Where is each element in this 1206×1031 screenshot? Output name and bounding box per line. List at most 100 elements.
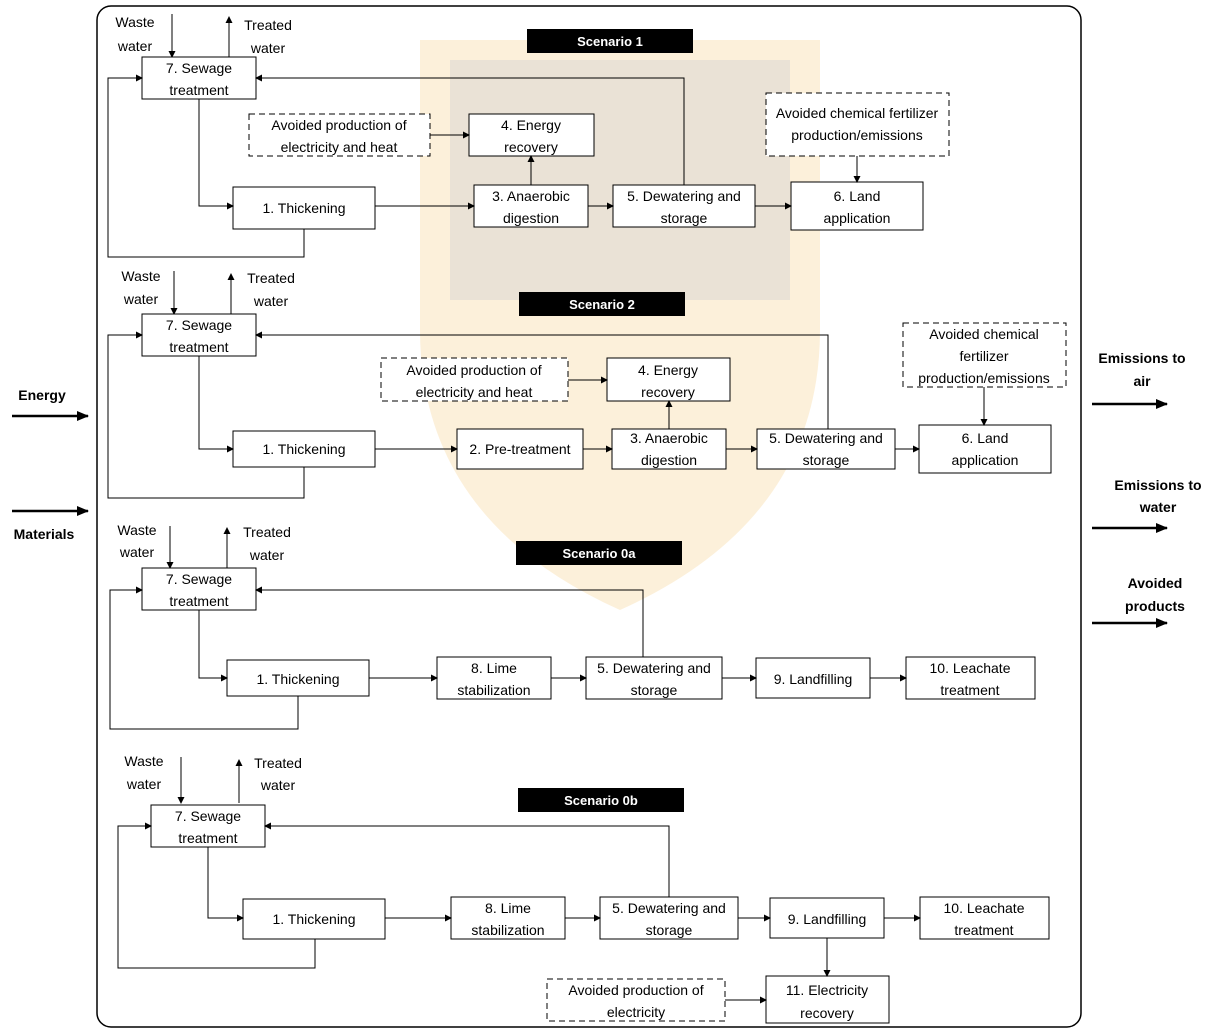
svg-text:air: air — [1133, 373, 1151, 389]
svg-text:storage: storage — [646, 922, 693, 938]
thickening-box: 1. Thickening — [242, 898, 386, 940]
svg-text:stabilization: stabilization — [471, 922, 544, 938]
output-emissions-water: Emissions to water — [1092, 477, 1202, 533]
svg-text:treatment: treatment — [940, 682, 999, 698]
lime-stabilization-box: 8. Lime stabilization — [436, 656, 552, 700]
svg-text:electricity: electricity — [607, 1004, 665, 1020]
avoided-fertilizer-box: Avoided chemical fertilizer production/e… — [902, 322, 1067, 388]
svg-text:application: application — [952, 452, 1019, 468]
svg-text:5. Dewatering and: 5. Dewatering and — [612, 900, 726, 916]
waste-water-label: Waste water — [115, 14, 154, 54]
svg-text:Treated: Treated — [243, 524, 291, 540]
scenario-1-group: Scenario 1 Waste water Treated water 7. … — [107, 14, 950, 258]
svg-text:storage: storage — [803, 452, 850, 468]
svg-text:water: water — [123, 291, 159, 307]
scenario-title: Scenario 2 — [569, 297, 635, 312]
avoided-electricity-box: Avoided production of electricity — [546, 978, 726, 1022]
svg-text:11. Electricity: 11. Electricity — [786, 982, 868, 998]
avoided-electricity-box: Avoided production of electricity and he… — [380, 357, 569, 402]
svg-text:Avoided: Avoided — [1128, 575, 1183, 591]
waste-water-label: Waste water — [117, 522, 156, 560]
svg-text:7. Sewage: 7. Sewage — [166, 60, 232, 76]
svg-text:storage: storage — [631, 682, 678, 698]
svg-text:Treated: Treated — [247, 270, 295, 286]
landfilling-box: 9. Landfilling — [769, 897, 885, 939]
svg-text:treatment: treatment — [169, 339, 228, 355]
energy-recovery-box: 4. Energy recovery — [606, 357, 731, 402]
leachate-treatment-box: 10. Leachate treatment — [905, 656, 1036, 700]
svg-text:treatment: treatment — [169, 82, 228, 98]
svg-text:recovery: recovery — [504, 139, 558, 155]
svg-text:4. Energy: 4. Energy — [501, 117, 561, 133]
sewage-treatment-box: 7. Sewage treatment — [141, 567, 257, 611]
svg-text:9. Landfilling: 9. Landfilling — [774, 671, 853, 687]
svg-text:5. Dewatering and: 5. Dewatering and — [627, 188, 741, 204]
svg-text:Waste: Waste — [121, 268, 160, 284]
svg-text:Avoided production of: Avoided production of — [406, 362, 541, 378]
lime-stabilization-box: 8. Lime stabilization — [450, 896, 566, 940]
land-application-box: 6. Land application — [790, 181, 924, 231]
svg-text:Treated: Treated — [254, 755, 302, 771]
scenario-header — [519, 292, 685, 316]
svg-text:9. Landfilling: 9. Landfilling — [788, 911, 867, 927]
svg-text:1. Thickening: 1. Thickening — [262, 200, 345, 216]
thickening-box: 1. Thickening — [232, 430, 376, 468]
svg-text:Avoided chemical fertilizer: Avoided chemical fertilizer — [776, 105, 939, 121]
svg-text:2. Pre-treatment: 2. Pre-treatment — [469, 441, 570, 457]
svg-text:Emissions to: Emissions to — [1098, 350, 1185, 366]
treated-water-label: Treated water — [254, 755, 302, 793]
sewage-treatment-box: 7. Sewage treatment — [150, 804, 266, 848]
svg-text:Avoided production of: Avoided production of — [568, 982, 703, 998]
sewage-treatment-box: 7. Sewage treatment — [141, 56, 257, 100]
svg-text:8. Lime: 8. Lime — [471, 660, 517, 676]
anaerobic-digestion-box: 3. Anaerobic digestion — [611, 428, 727, 470]
sewage-treatment-box: 7. Sewage treatment — [141, 313, 257, 357]
svg-text:5. Dewatering and: 5. Dewatering and — [769, 430, 883, 446]
scenario-header — [518, 788, 684, 812]
svg-text:6. Land: 6. Land — [962, 430, 1009, 446]
scenario-title: Scenario 0a — [563, 546, 637, 561]
thickening-box: 1. Thickening — [226, 659, 370, 697]
svg-text:Emissions to: Emissions to — [1114, 477, 1201, 493]
system-boundary-frame — [96, 5, 1082, 1028]
svg-text:treatment: treatment — [954, 922, 1013, 938]
svg-text:products: products — [1125, 598, 1185, 614]
svg-text:water: water — [126, 776, 162, 792]
treated-water-label: Treated water — [244, 17, 292, 56]
anaerobic-digestion-box: 3. Anaerobic digestion — [473, 184, 589, 228]
input-energy: Energy — [12, 387, 89, 421]
svg-text:7. Sewage: 7. Sewage — [166, 317, 232, 333]
input-materials: Materials — [12, 506, 89, 542]
svg-text:electricity and heat: electricity and heat — [416, 384, 533, 400]
svg-text:treatment: treatment — [178, 830, 237, 846]
treated-water-label: Treated water — [243, 524, 291, 563]
landfilling-box: 9. Landfilling — [755, 657, 871, 699]
svg-text:electricity and heat: electricity and heat — [281, 139, 398, 155]
scenario-0b-group: Scenario 0b Waste water Treated water 7.… — [117, 753, 1050, 1024]
svg-text:1. Thickening: 1. Thickening — [272, 911, 355, 927]
svg-text:Energy: Energy — [18, 387, 66, 403]
svg-text:treatment: treatment — [169, 593, 228, 609]
svg-text:5. Dewatering and: 5. Dewatering and — [597, 660, 711, 676]
scenario-0a-group: Scenario 0a Waste water Treated water 7.… — [109, 522, 1036, 730]
svg-text:3. Anaerobic: 3. Anaerobic — [492, 188, 570, 204]
svg-text:digestion: digestion — [641, 452, 697, 468]
svg-text:1. Thickening: 1. Thickening — [262, 441, 345, 457]
land-application-box: 6. Land application — [918, 424, 1052, 474]
output-avoided-products: Avoided products — [1092, 575, 1185, 628]
scenario-title: Scenario 1 — [577, 34, 643, 49]
svg-text:water: water — [117, 38, 153, 54]
svg-text:7. Sewage: 7. Sewage — [166, 571, 232, 587]
svg-text:7. Sewage: 7. Sewage — [175, 808, 241, 824]
pre-treatment-box: 2. Pre-treatment — [456, 428, 584, 470]
waste-water-label: Waste water — [121, 268, 160, 307]
dewatering-storage-box: 5. Dewatering and storage — [756, 428, 896, 470]
dewatering-storage-box: 5. Dewatering and storage — [599, 896, 739, 940]
dewatering-storage-box: 5. Dewatering and storage — [612, 184, 756, 228]
svg-text:Avoided chemical: Avoided chemical — [929, 326, 1038, 342]
avoided-electricity-box: Avoided production of electricity and he… — [248, 113, 431, 157]
svg-text:recovery: recovery — [800, 1005, 854, 1021]
electricity-recovery-box: 11. Electricity recovery — [765, 975, 890, 1024]
